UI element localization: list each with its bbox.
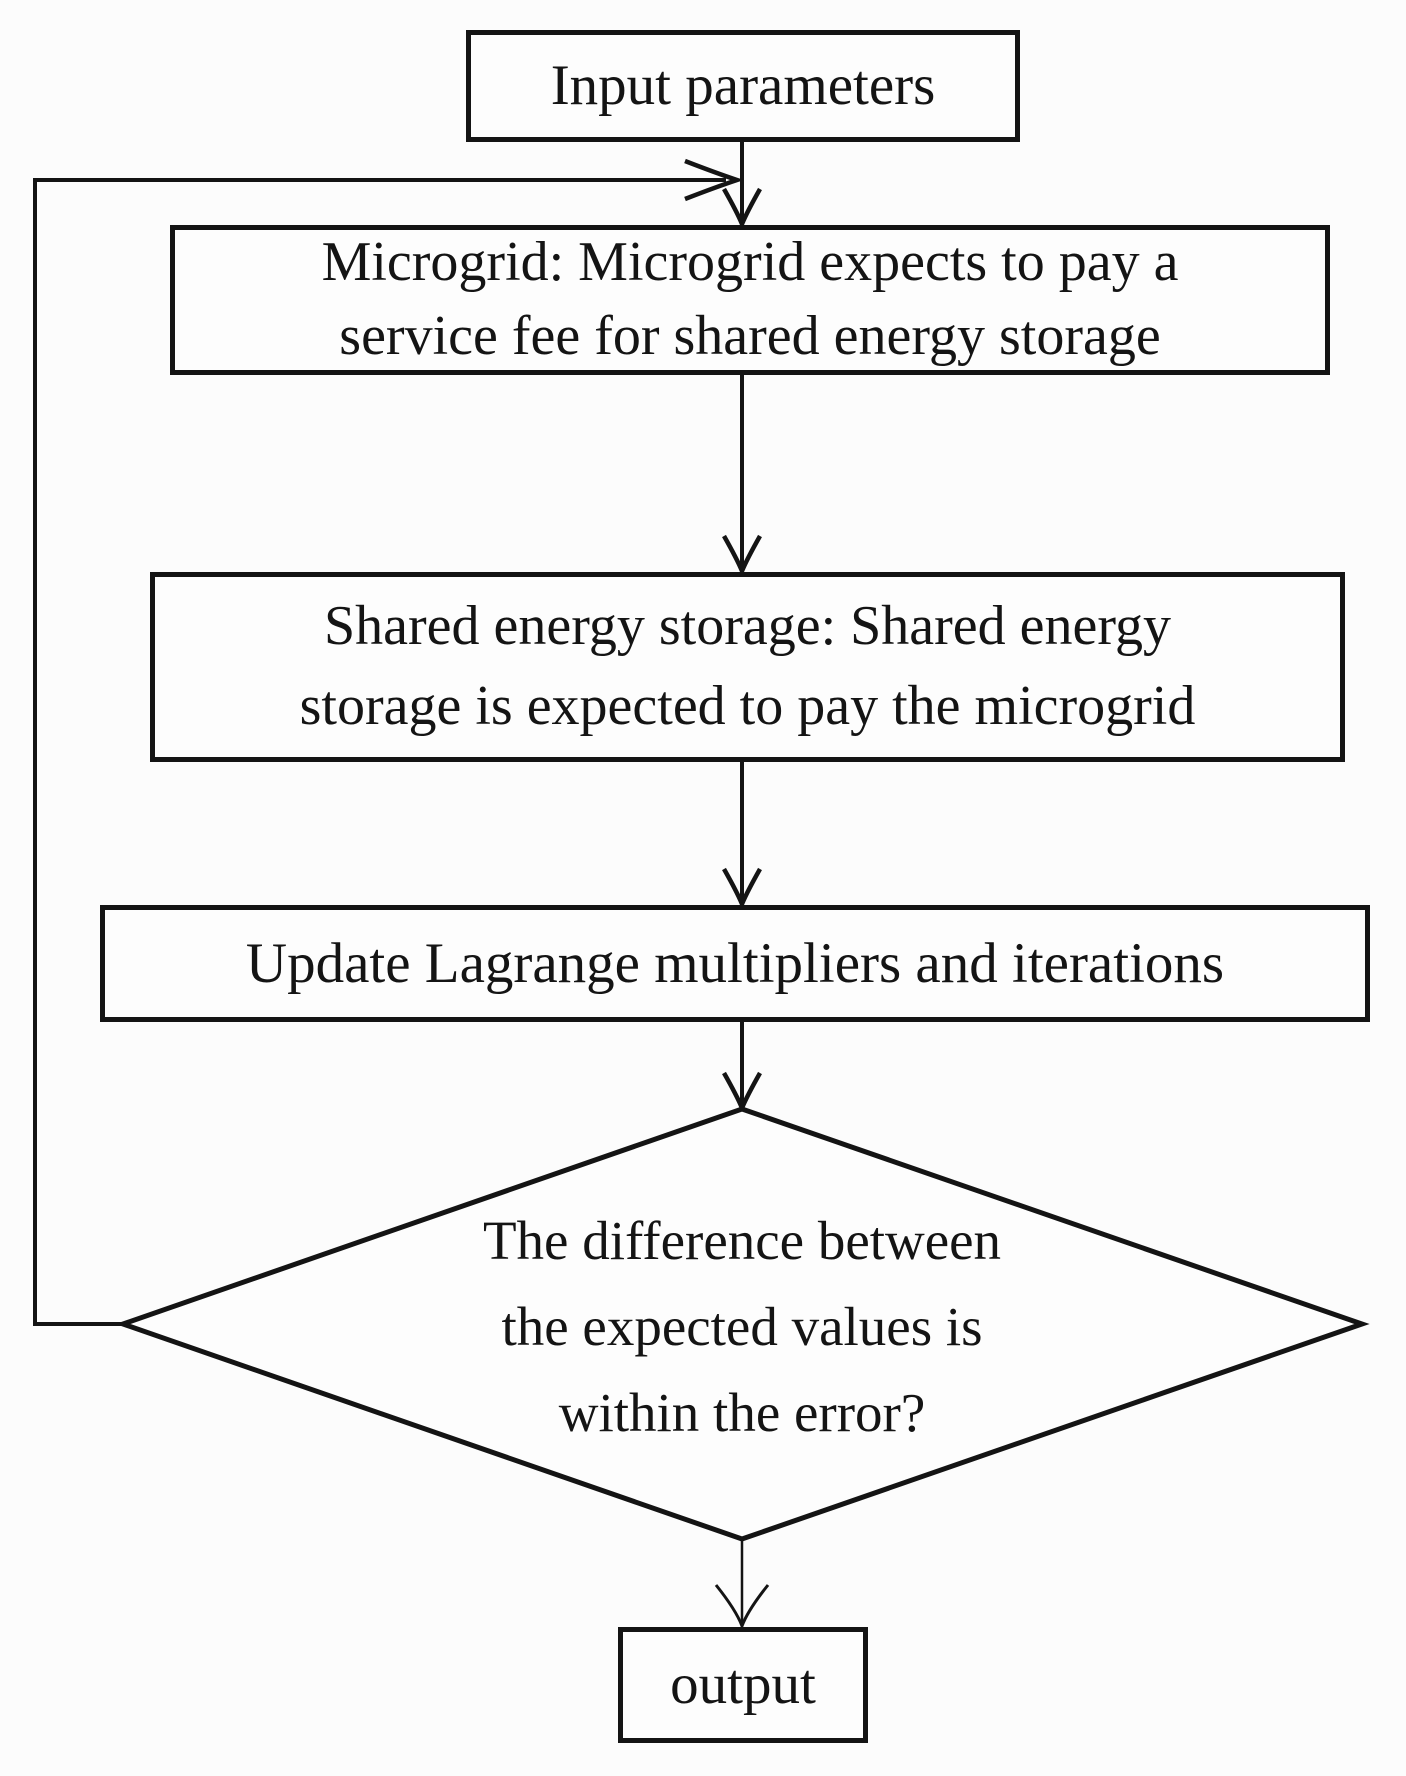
node-label: Input parameters [550, 54, 936, 118]
edge-feedback-loop [33, 178, 726, 1326]
arrowhead-into-output [714, 1584, 770, 1631]
node-shared-energy-storage: Shared energy storage: Shared energy sto… [150, 572, 1345, 762]
node-input-parameters: Input parameters [466, 30, 1020, 142]
node-label-line: The difference between [482, 1210, 1002, 1271]
node-label-line: the expected values is [501, 1295, 983, 1357]
node-label-line: service fee for shared energy storage [339, 305, 1161, 367]
node-microgrid: Microgrid: Microgrid expects to pay a se… [170, 225, 1330, 375]
arrowhead-into-shared [722, 534, 762, 577]
node-label-line: Shared energy storage: Shared energy [324, 595, 1171, 658]
arrowhead-into-microgrid [722, 187, 762, 230]
arrowheads [684, 158, 762, 1114]
arrowhead-into-update [722, 867, 762, 910]
node-label: Update Lagrange multipliers and iteratio… [245, 931, 1225, 995]
arrowhead-feedback-right [684, 158, 745, 202]
node-label-line: Microgrid: Microgrid expects to pay a [321, 231, 1179, 294]
node-label-line: within the error? [558, 1381, 926, 1443]
node-label-line: storage is expected to pay the microgrid [299, 675, 1196, 737]
node-update-lagrange: Update Lagrange multipliers and iteratio… [100, 905, 1370, 1022]
node-label: output [670, 1653, 816, 1717]
node-output: output [618, 1627, 868, 1743]
node-decision-text: The difference between the expected valu… [380, 1198, 1104, 1455]
